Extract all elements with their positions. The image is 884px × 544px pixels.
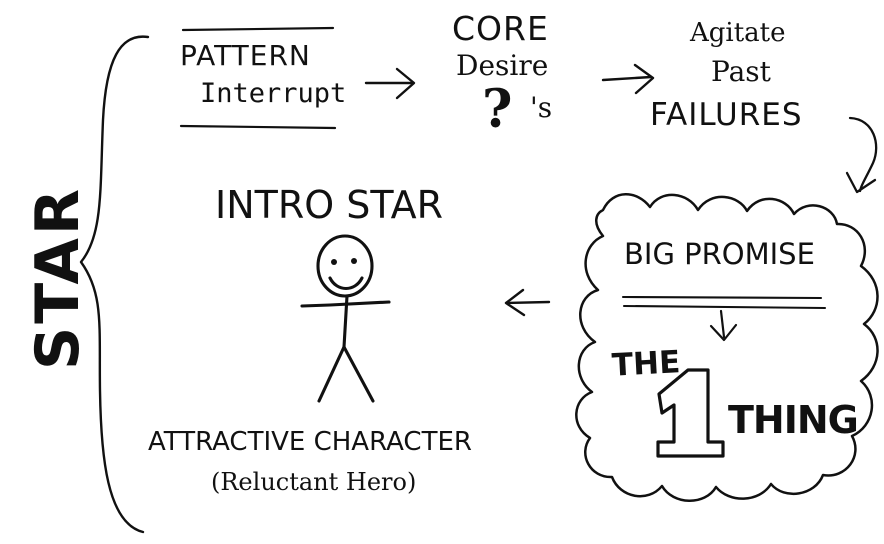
stick-figure-hero — [300, 234, 391, 403]
hero-right-leg — [342, 345, 375, 403]
interrupt-label: Interrupt — [200, 78, 347, 109]
curved-arrow-to-bubble — [845, 116, 878, 194]
agitate-label: Agitate — [690, 18, 786, 48]
arrow-core-to-agitate — [601, 63, 655, 95]
failures-label: FAILURES — [650, 97, 803, 133]
core-label: CORE — [452, 9, 549, 48]
arrow-promise-to-one-thing — [709, 309, 738, 342]
hero-smile — [328, 276, 364, 291]
past-label: Past — [711, 55, 771, 88]
hero-arms — [300, 300, 391, 308]
pattern-bottom-underline — [179, 124, 337, 130]
star-vertical-label: STAR — [23, 185, 93, 370]
big-promise-underline-2 — [622, 304, 827, 310]
pattern-top-underline — [181, 26, 335, 32]
left-curly-bracket — [79, 35, 150, 534]
the-label: THE — [611, 344, 682, 384]
intro-star-title: INTRO STAR — [215, 183, 444, 227]
arrow-bubble-to-hero — [504, 288, 551, 317]
hero-head-icon — [316, 234, 374, 298]
outlined-number-one — [656, 368, 725, 458]
wavy-promise-bubble — [575, 193, 879, 502]
hero-left-leg — [317, 345, 346, 403]
reluctant-hero-label: (Reluctant Hero) — [211, 468, 417, 496]
thing-label: THING — [728, 398, 859, 442]
attractive-character-label: ATTRACTIVE CHARACTER — [148, 427, 472, 457]
question-mark-icon: ? — [482, 79, 513, 140]
arrow-pattern-to-core — [364, 67, 416, 100]
questions-suffix: 's — [530, 91, 553, 124]
big-promise-label: BIG PROMISE — [624, 237, 815, 271]
pattern-label: PATTERN — [180, 39, 311, 72]
big-promise-underline-1 — [621, 295, 823, 300]
desire-label: Desire — [456, 49, 549, 82]
